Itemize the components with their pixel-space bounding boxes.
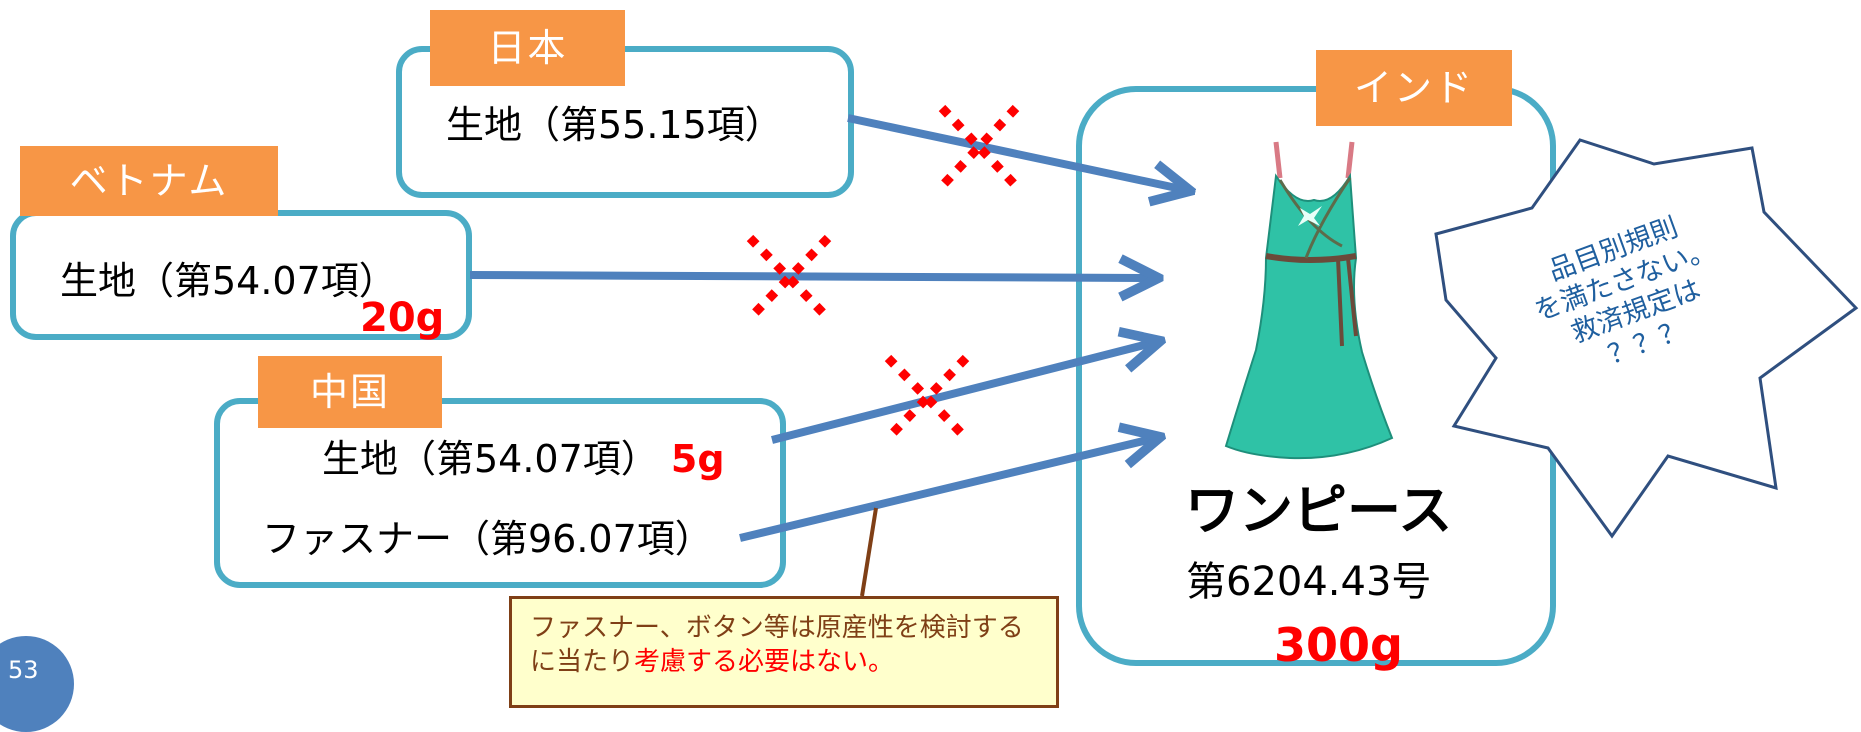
vietnam-tag: ベトナム [20,146,278,216]
china-box [214,398,786,588]
note-text: ファスナー、ボタン等は原産性を検討するに当たり [530,613,1024,677]
note-connector [860,507,878,597]
japan-item: 生地（第55.15項） [446,103,783,147]
china-fabric-weight: 5g [670,437,725,481]
diagram-graphics [469,104,1859,597]
india-code: 第6204.43号 [1186,559,1432,605]
china-item-zipper: ファスナー（第96.07項） [262,517,713,561]
india-product: ワンピース [1185,479,1453,542]
note-highlight: 考慮する必要はない。 [634,647,895,677]
note-box: ファスナー、ボタン等は原産性を検討するに当たり考慮する必要はない。 [509,596,1059,708]
callout-star [1434,138,1859,539]
china-fabric-label: 生地（第54.07項） [322,437,659,481]
dress-illustration [1224,141,1394,460]
arrow-vietnam-to-india [469,275,1154,278]
page-number: 53 [8,656,39,684]
vietnam-item: 生地（第54.07項） [60,259,397,303]
india-weight: 300g [1274,618,1403,672]
japan-tag: 日本 [430,10,625,86]
vietnam-weight: 20g [360,295,445,341]
china-item-fabric: 生地（第54.07項） 5g [322,440,725,478]
arrow-japan-to-india [847,114,1186,190]
arrow-china-fabric-to-india [771,342,1156,444]
india-tag: インド [1316,50,1512,126]
arrow-china-zipper-to-india [739,438,1156,542]
china-tag: 中国 [258,356,442,428]
